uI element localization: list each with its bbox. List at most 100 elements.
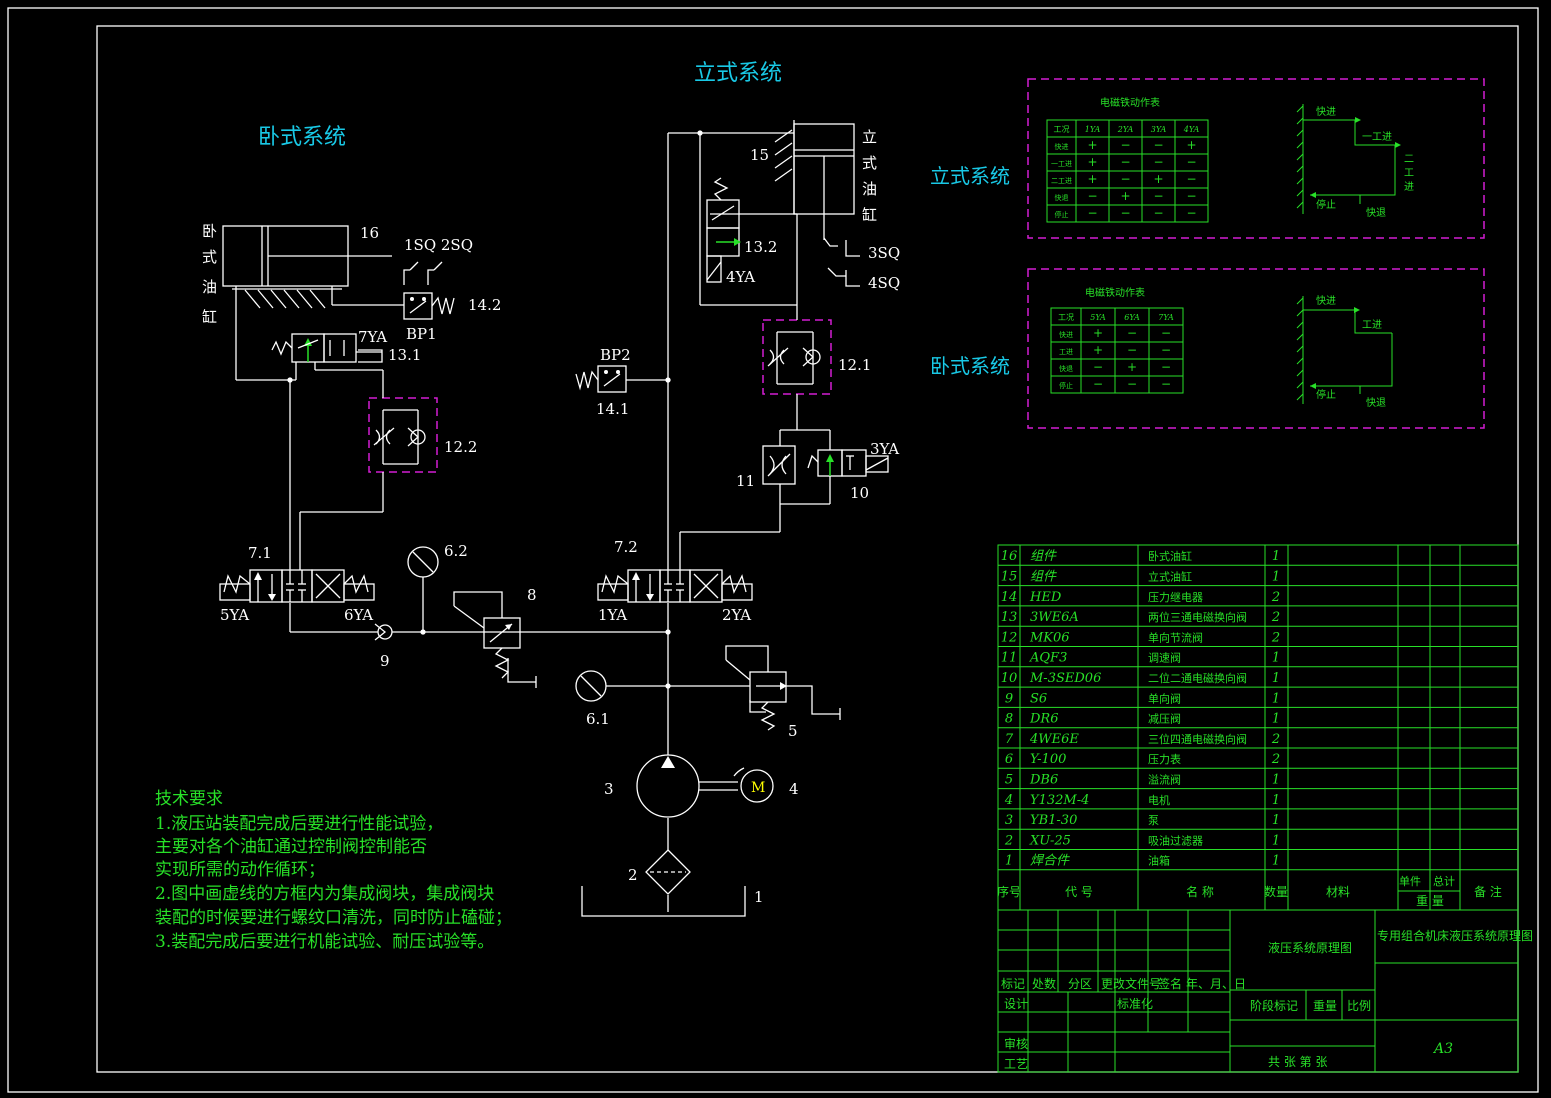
label-1: 1: [754, 888, 764, 906]
sol-h-cell: −: [1161, 360, 1171, 374]
label-3: 3: [604, 780, 614, 798]
parts-head-material: 材料: [1326, 885, 1350, 899]
directional-valve-7-2: [597, 569, 753, 603]
sol-v-cell: −: [1186, 172, 1196, 186]
tech-line-2: 主要对各个油缸通过控制阀控制能否: [155, 836, 427, 857]
cyc-h-work: 工进: [1362, 319, 1382, 331]
label-4ya: 4YA: [726, 268, 755, 286]
parts-head-no: 序号: [997, 884, 1021, 899]
sol-v-cell: −: [1153, 155, 1163, 169]
sol-v-cell: −: [1120, 138, 1130, 152]
parts-qty: 1: [1272, 813, 1280, 828]
parts-head-total: 总计: [1433, 874, 1455, 888]
parts-name: 三位四通电磁换向阀: [1148, 732, 1247, 746]
sol-v-cell: 快退: [1055, 193, 1069, 202]
sol-v-cell: 3YA: [1151, 125, 1167, 134]
tb-stage: 阶段标记: [1250, 998, 1298, 1013]
label-3sq: 3SQ: [868, 244, 900, 262]
parts-code: AQF3: [1029, 651, 1067, 666]
sol-v-cell: 停止: [1055, 210, 1069, 219]
throttle-check-12-2: [368, 397, 438, 473]
tb-design: 设计: [1004, 997, 1028, 1011]
solenoid-box-horizontal: [1027, 268, 1485, 429]
parts-name: 压力表: [1148, 752, 1181, 766]
sol-h-cell: 6YA: [1124, 313, 1140, 322]
sol-v-cell: −: [1087, 189, 1097, 203]
pressure-switch-bp2: [575, 365, 627, 393]
sol-h-cell: 工进: [1059, 348, 1073, 356]
sol-v-cell: 4YA: [1183, 125, 1200, 134]
tb-zone: 分区: [1068, 977, 1092, 991]
parts-no: 14: [1001, 590, 1018, 605]
tb-project: 专用组合机床液压系统原理图: [1377, 928, 1533, 943]
sol-v-cell: +: [1120, 189, 1130, 203]
tb-change-doc: 更改文件号: [1101, 976, 1161, 991]
label-4sq: 4SQ: [868, 274, 900, 292]
tank-1: [581, 886, 746, 917]
label-5ya: 5YA: [220, 606, 249, 624]
label-horizontal-cyl-3: 油: [202, 278, 217, 296]
label-horizontal-cyl-4: 缸: [202, 308, 217, 326]
tech-line-6: 3.装配完成后要进行机能试验、耐压试验等。: [155, 932, 494, 952]
parts-no: 15: [1001, 570, 1018, 585]
parts-code: 组件: [1030, 549, 1057, 564]
parts-qty: 1: [1272, 854, 1280, 869]
tb-size: A3: [1432, 1041, 1453, 1057]
label-2: 2: [628, 866, 638, 884]
outer-frame: [7, 7, 1539, 1093]
pressure-switch-bp1: [403, 292, 455, 320]
vertical-cylinder: [774, 120, 855, 240]
label-7-1: 7.1: [248, 544, 272, 562]
label-6ya: 6YA: [344, 606, 373, 624]
parts-name: 减压阀: [1148, 712, 1181, 726]
parts-code: Y132M-4: [1030, 793, 1089, 808]
title-vertical-system: 立式系统: [694, 61, 782, 86]
parts-code: Y-100: [1030, 752, 1066, 767]
gauge-6-1: [575, 670, 607, 702]
parts-code: 4WE6E: [1029, 732, 1079, 747]
parts-no: 12: [1001, 630, 1018, 645]
sol-h-cell: 工况: [1058, 313, 1074, 322]
check-valve-9: [374, 623, 393, 641]
parts-qty: 1: [1272, 773, 1280, 788]
side-title-horizontal: 卧式系统: [930, 354, 1010, 378]
parts-no: 10: [1001, 671, 1018, 686]
sol-h-title: 电磁铁动作表: [1085, 286, 1145, 299]
label-bp1: BP1: [406, 325, 437, 343]
tb-process: 工艺: [1004, 1057, 1028, 1071]
parts-head-name: 名 称: [1186, 884, 1214, 899]
parts-no: 11: [1001, 651, 1018, 666]
sol-v-cell: −: [1120, 206, 1130, 220]
parts-no: 9: [1005, 691, 1013, 706]
parts-qty: 1: [1272, 691, 1280, 706]
filter-2: [645, 849, 691, 895]
cyc-v-work1: 一工进: [1362, 131, 1392, 143]
parts-qty: 2: [1271, 610, 1280, 625]
parts-name: 卧式油缸: [1148, 549, 1192, 563]
parts-code: XU-25: [1029, 833, 1071, 848]
tb-review: 审核: [1004, 1036, 1028, 1051]
parts-no: 1: [1005, 854, 1013, 869]
parts-head-remark: 备 注: [1474, 884, 1502, 899]
parts-name: 立式油缸: [1148, 570, 1192, 584]
sol-h-cell: −: [1161, 343, 1171, 357]
label-13-2: 13.2: [744, 238, 777, 256]
sol-h-cell: −: [1161, 326, 1171, 340]
label-horizontal-cyl-2: 式: [202, 248, 217, 266]
parts-name: 泵: [1148, 814, 1159, 827]
parts-qty: 1: [1272, 712, 1280, 727]
label-7ya: 7YA: [358, 328, 387, 346]
sol-v-cell: 2YA: [1117, 125, 1134, 134]
relief-valve-5: [725, 645, 841, 731]
cyc-v-stop: 停止: [1316, 198, 1336, 211]
sol-v-cell: 1YA: [1085, 125, 1101, 134]
parts-qty: 2: [1271, 752, 1280, 767]
label-1sq-2sq: 1SQ 2SQ: [404, 236, 473, 254]
parts-code: MK06: [1029, 630, 1070, 645]
parts-qty: 1: [1272, 833, 1280, 848]
label-6-1: 6.1: [586, 710, 610, 728]
sol-h-cell: −: [1093, 360, 1103, 374]
cyc-v-work2-3: 进: [1404, 181, 1414, 193]
